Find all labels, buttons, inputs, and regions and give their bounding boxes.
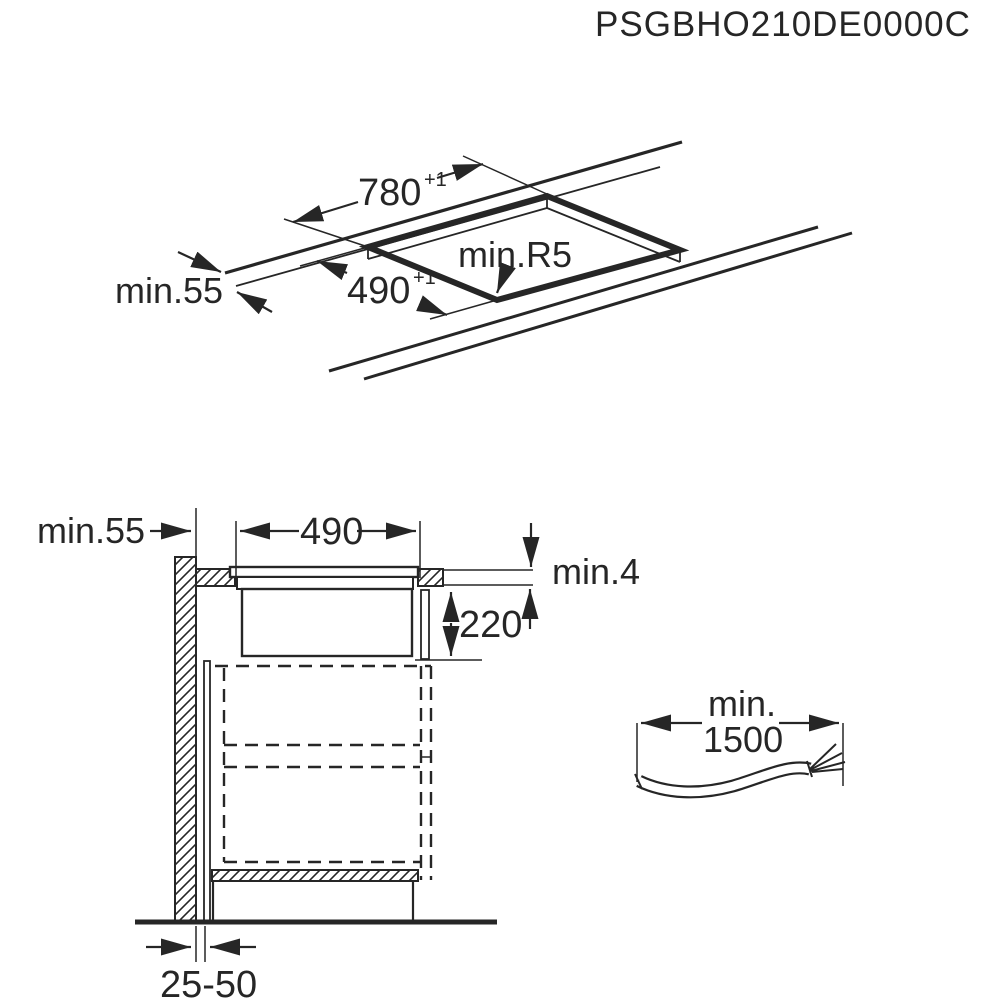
worktop-section [195, 568, 533, 587]
dim-780-label: 780 [358, 172, 421, 214]
cabinet-back-panel [203, 660, 211, 923]
power-cable [634, 743, 846, 799]
dim-490 [299, 246, 498, 320]
side-dim-490 [195, 508, 421, 578]
dim-780 [283, 155, 550, 248]
top-gap-label: min.4 [552, 551, 640, 592]
dim-25-50 [146, 926, 256, 962]
cabinet-bottom-shelf [211, 869, 419, 882]
rear-gap-label: 25-50 [160, 964, 257, 1000]
hob-section [228, 565, 430, 660]
worktop-back-edge [224, 140, 683, 287]
cable-diagram [634, 714, 846, 799]
cabinet-dashed-outline [215, 664, 433, 880]
plinth [211, 881, 415, 921]
dim-780-tolerance: +1 [424, 169, 447, 191]
edge-clearance-arrows [177, 251, 273, 315]
cable-dim-1500 [636, 714, 844, 786]
side-view-diagram [135, 508, 540, 962]
depth-220-label: 220 [459, 604, 522, 646]
cable-min-label: min. [708, 683, 776, 724]
side-dim-490-label: 490 [300, 511, 363, 553]
wall-clearance-label: min.55 [37, 510, 145, 551]
corner-radius-arrow [495, 261, 516, 294]
dim-490-tolerance: +1 [413, 267, 436, 289]
wall-section [174, 556, 197, 924]
model-code: PSGBHO210DE0000C [595, 5, 971, 44]
worktop-front-edge [328, 225, 853, 381]
dim-min4 [521, 523, 540, 629]
cable-length-label: 1500 [703, 719, 783, 760]
edge-clearance-label: min.55 [115, 270, 223, 311]
dim-490-label: 490 [347, 270, 410, 312]
corner-radius-label: min.R5 [458, 234, 572, 275]
top-view-diagram [177, 140, 853, 381]
